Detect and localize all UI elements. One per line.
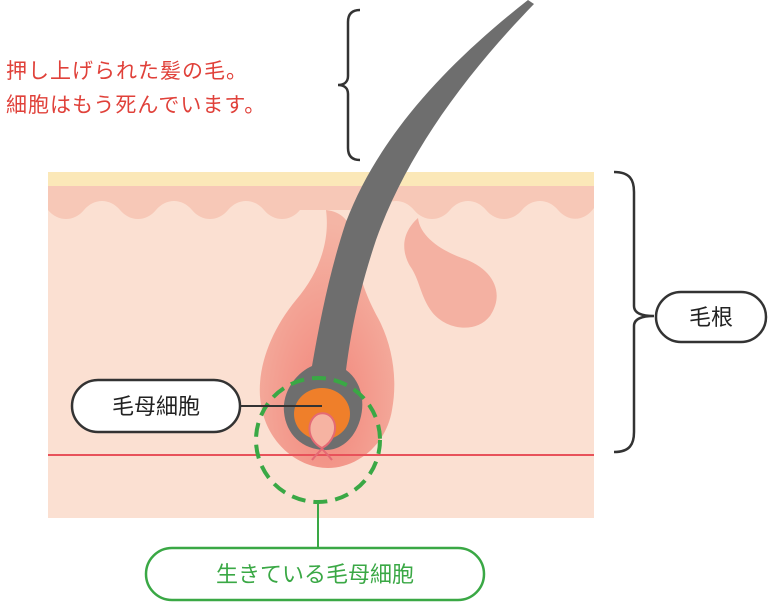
dead-hair-bracket	[337, 8, 361, 162]
living-cells-label: 生きている毛母細胞	[216, 563, 414, 588]
hair-shaft	[283, 0, 534, 450]
living-cells-label-box	[144, 546, 486, 602]
epidermis-layer	[48, 186, 594, 219]
hair-root-bracket	[613, 170, 655, 454]
dermal-papilla	[308, 412, 336, 450]
dead-hair-note-line1: 押し上げられた髪の毛。	[6, 59, 248, 83]
papilla-stem	[311, 447, 333, 461]
hair-root-label-box	[654, 290, 768, 344]
matrix-cells-label: 毛母細胞	[112, 395, 200, 420]
hair-root-label: 毛根	[689, 306, 733, 331]
sebaceous-gland	[404, 218, 497, 328]
skin-surface-layer	[48, 172, 594, 186]
matrix-cells-label-box	[70, 378, 242, 434]
dead-hair-note-line2: 細胞はもう死んでいます。	[6, 93, 266, 117]
hair	[283, 0, 534, 461]
skin-block	[48, 172, 594, 518]
